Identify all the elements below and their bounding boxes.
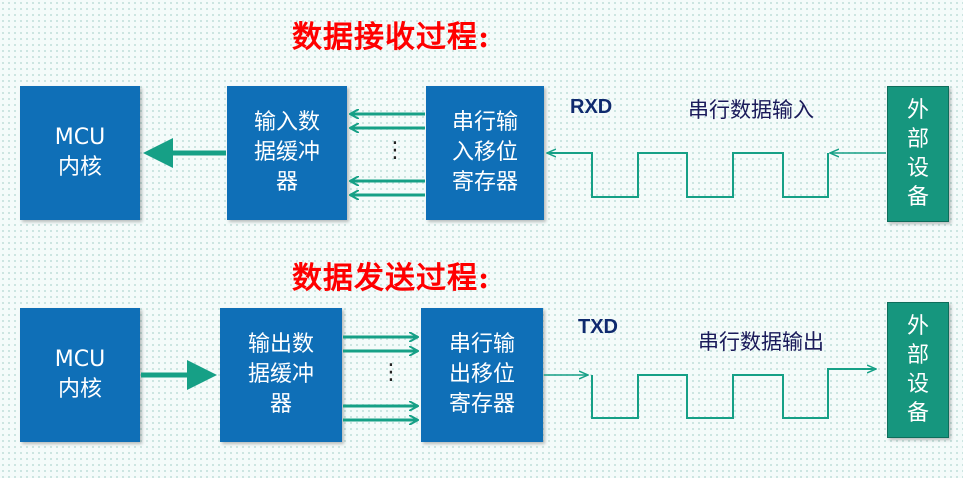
receive-external-device-box: 外 部 设 备 xyxy=(887,86,949,222)
txd-label: TXD xyxy=(578,316,618,338)
receive-input-buffer-box: 输入数 据缓冲 器 xyxy=(227,86,347,220)
send-shift-register-box: 串行输 出移位 寄存器 xyxy=(421,308,543,442)
receive-mcu-core-box: MCU 内核 xyxy=(20,86,140,220)
receive-shift-register-label: 串行输 入移位 寄存器 xyxy=(451,110,518,195)
receive-input-buffer-label: 输入数 据缓冲 器 xyxy=(253,110,320,195)
send-external-device-label: 外 部 设 备 xyxy=(906,314,929,426)
send-serial-waveform xyxy=(591,369,876,419)
send-shift-register-label: 串行输 出移位 寄存器 xyxy=(448,332,515,417)
receive-shift-register-box: 串行输 入移位 寄存器 xyxy=(426,86,544,220)
receive-external-device-label: 外 部 设 备 xyxy=(906,98,929,210)
receive-mcu-core-label: MCU 内核 xyxy=(54,125,106,180)
serial-input-label: 串行数据输入 xyxy=(688,98,814,122)
send-output-buffer-box: 输出数 据缓冲 器 xyxy=(220,308,342,442)
send-external-device-box: 外 部 设 备 xyxy=(887,302,949,438)
send-title: 数据发送过程: xyxy=(292,261,491,296)
send-mcu-core-box: MCU 内核 xyxy=(20,308,140,442)
serial-output-label: 串行数据输出 xyxy=(698,330,824,354)
send-mcu-core-label: MCU 内核 xyxy=(54,347,106,402)
send-output-buffer-label: 输出数 据缓冲 器 xyxy=(247,332,314,417)
rxd-label: RXD xyxy=(570,96,613,118)
receive-title: 数据接收过程: xyxy=(292,20,491,55)
receive-serial-waveform xyxy=(547,153,829,198)
